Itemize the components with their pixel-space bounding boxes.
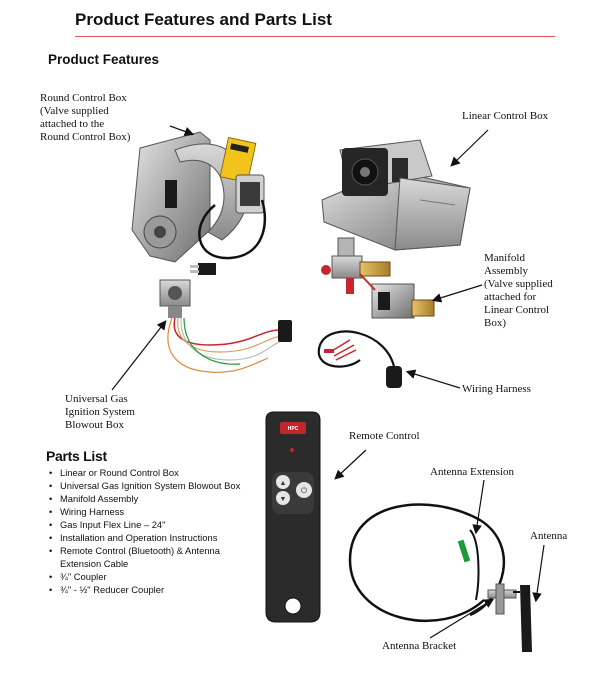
parts-list-item: Remote Control (Bluetooth) & Antenna Ext… <box>48 544 248 570</box>
callout-remote-control: Remote Control <box>349 430 420 443</box>
linear-control-box-illustration <box>321 139 471 251</box>
callout-line: attached to the <box>40 118 105 130</box>
parts-list-item: ¾" - ½" Reducer Coupler <box>48 583 248 596</box>
callout-line: Antenna <box>530 530 568 542</box>
callout-linear-control-box: Linear Control Box <box>462 110 548 123</box>
round-control-box-illustration <box>131 131 267 275</box>
callout-line: Round Control Box <box>40 92 127 104</box>
parts-list-title: Parts List <box>46 448 107 464</box>
section-title-product-features: Product Features <box>48 52 160 67</box>
flame-up-icon: ▲ <box>280 480 287 487</box>
callout-line: Remote Control <box>349 430 420 442</box>
manifold-assembly-illustration <box>321 237 435 319</box>
callout-line: (Valve supplied <box>40 105 109 117</box>
remote-control-illustration: HPC ▲ ▼ ⏻ <box>265 411 321 623</box>
parts-list-item: Universal Gas Ignition System Blowout Bo… <box>48 479 248 492</box>
callout-wiring-harness: Wiring Harness <box>462 383 531 396</box>
parts-list-item: ¾" Coupler <box>48 570 248 583</box>
title-divider <box>75 36 555 37</box>
callout-line: (Valve supplied <box>484 278 553 290</box>
callout-line: attached for <box>484 291 537 303</box>
parts-list: Linear or Round Control Box Universal Ga… <box>48 466 248 596</box>
callout-line: Antenna Extension <box>430 466 515 478</box>
remote-power-button[interactable] <box>296 482 312 498</box>
callout-universal-gas-ignition: Universal Gas Ignition System Blowout Bo… <box>65 393 185 432</box>
remote-logo <box>280 422 306 434</box>
antenna-extension-illustration <box>348 503 532 652</box>
callout-line: Wiring Harness <box>462 383 531 395</box>
callout-antenna-extension: Antenna Extension <box>430 466 514 479</box>
callout-line: Universal Gas <box>65 393 128 405</box>
callout-arrows <box>111 125 545 639</box>
parts-list-item: Wiring Harness <box>48 505 248 518</box>
antenna <box>520 585 532 652</box>
callout-antenna: Antenna <box>530 530 567 543</box>
power-icon: ⏻ <box>301 486 308 495</box>
parts-list-item: Linear or Round Control Box <box>48 466 248 479</box>
callout-line: Blowout Box <box>65 419 124 431</box>
callout-line: Manifold <box>484 252 525 264</box>
wiring-harness-illustration <box>317 330 402 388</box>
flame-down-icon: ▼ <box>280 496 287 503</box>
callout-line: Round Control Box) <box>40 131 131 143</box>
callout-round-control-box: Round Control Box (Valve supplied attach… <box>40 92 180 144</box>
remote-fire-down-button[interactable] <box>276 491 290 505</box>
ignition-blowout-box-illustration <box>159 279 292 373</box>
callout-line: Box) <box>484 317 506 329</box>
callout-line: Assembly <box>484 265 528 277</box>
parts-list-item: Manifold Assembly <box>48 492 248 505</box>
parts-list-item: Installation and Operation Instructions <box>48 531 248 544</box>
callout-line: Linear Control Box <box>462 110 549 122</box>
parts-list-item: Gas Input Flex Line – 24" <box>48 518 248 531</box>
callout-line: Ignition System <box>65 406 135 418</box>
callout-antenna-bracket: Antenna Bracket <box>382 640 456 653</box>
callout-line: Antenna Bracket <box>382 640 457 652</box>
callout-manifold-assembly: Manifold Assembly (Valve supplied attach… <box>484 252 584 330</box>
remote-fire-up-button[interactable] <box>276 475 290 489</box>
page-title: Product Features and Parts List <box>75 10 332 29</box>
remote-logo-text: HPC <box>288 426 299 432</box>
callout-line: Linear Control <box>484 304 550 316</box>
